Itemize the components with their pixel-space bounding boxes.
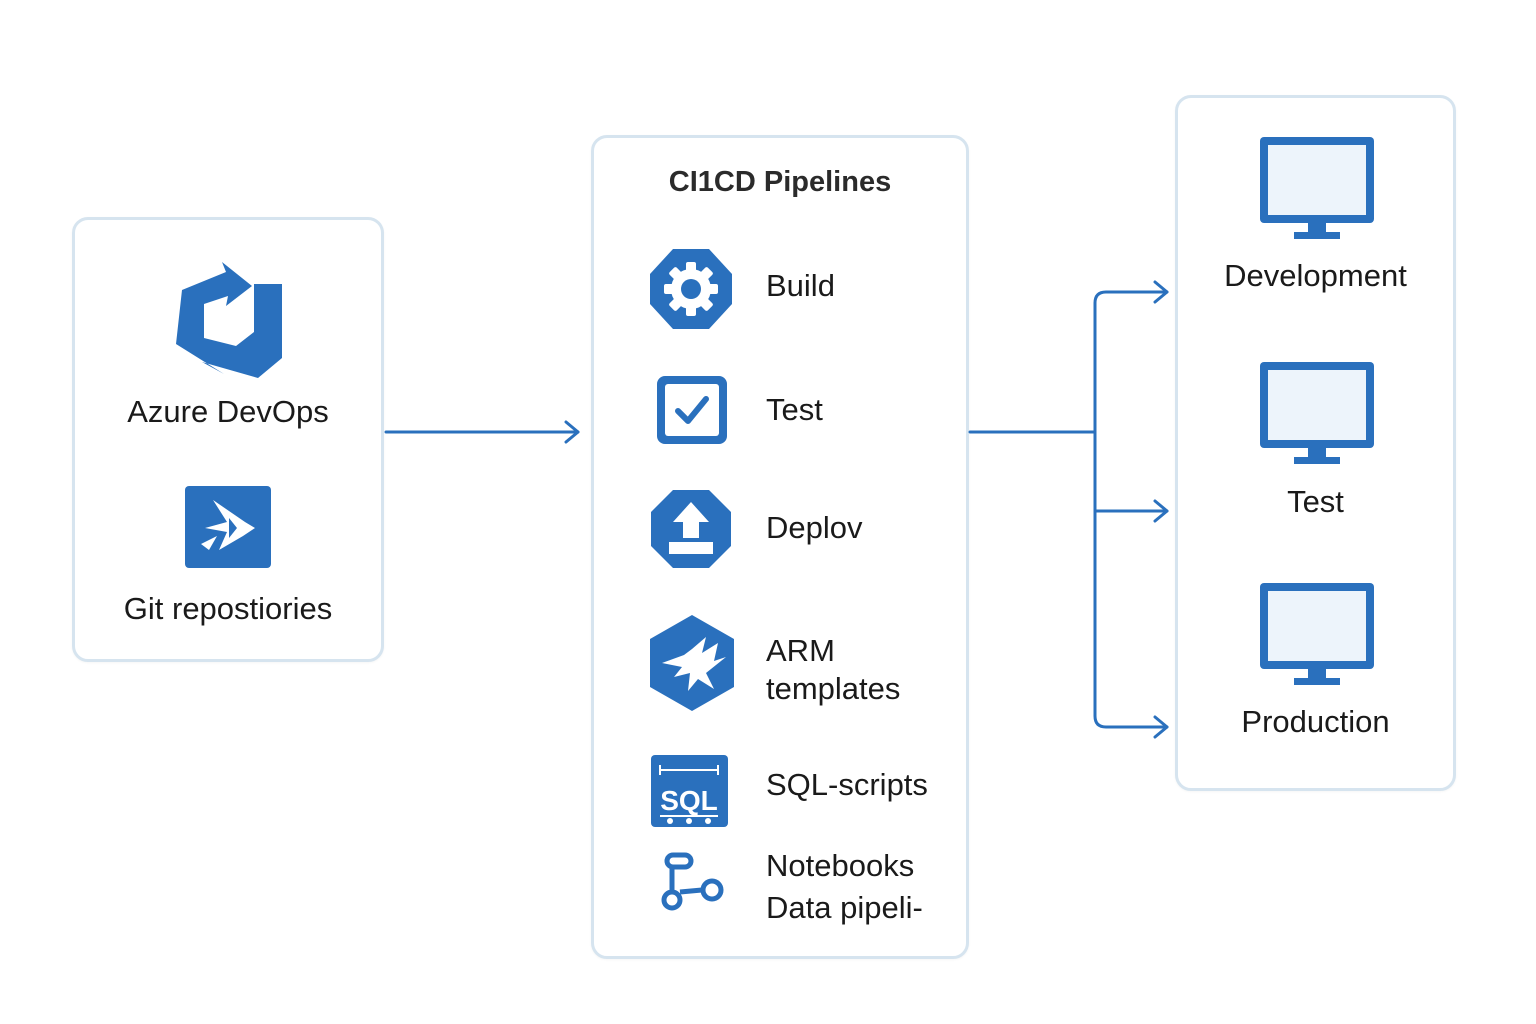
build-step-label: Build	[766, 268, 835, 303]
azure-devops-icon	[176, 262, 282, 378]
git-repos-label: Git repostiories	[123, 591, 333, 626]
sql-scripts-icon: SQL	[651, 755, 728, 827]
pipelines-title: CI1CD Pipelines	[668, 166, 892, 198]
development-env-label: Development	[1224, 258, 1407, 293]
git-repos-icon	[185, 486, 271, 568]
svg-text:SQL: SQL	[660, 785, 718, 816]
production-env-label: Production	[1241, 704, 1390, 739]
test-step-label: Test	[766, 392, 823, 427]
sql-scripts-step-label: SQL-scripts	[766, 767, 928, 802]
checkbox-icon	[657, 376, 727, 444]
arm-templates-step-label: ARM templates	[766, 633, 901, 706]
gear-icon	[650, 249, 732, 329]
deploy-step-label: Deplov	[766, 510, 863, 545]
notebooks-step-label: Notebooks Data pipeli-	[766, 848, 923, 925]
monitor-icon	[1260, 362, 1374, 464]
upload-icon	[651, 490, 731, 568]
monitor-icon	[1260, 583, 1374, 685]
pipeline-icon	[661, 852, 724, 911]
test-env-label: Test	[1287, 484, 1344, 519]
monitor-icon	[1260, 137, 1374, 239]
azure-devops-label: Azure DevOps	[127, 394, 329, 429]
arm-templates-icon	[650, 615, 734, 711]
